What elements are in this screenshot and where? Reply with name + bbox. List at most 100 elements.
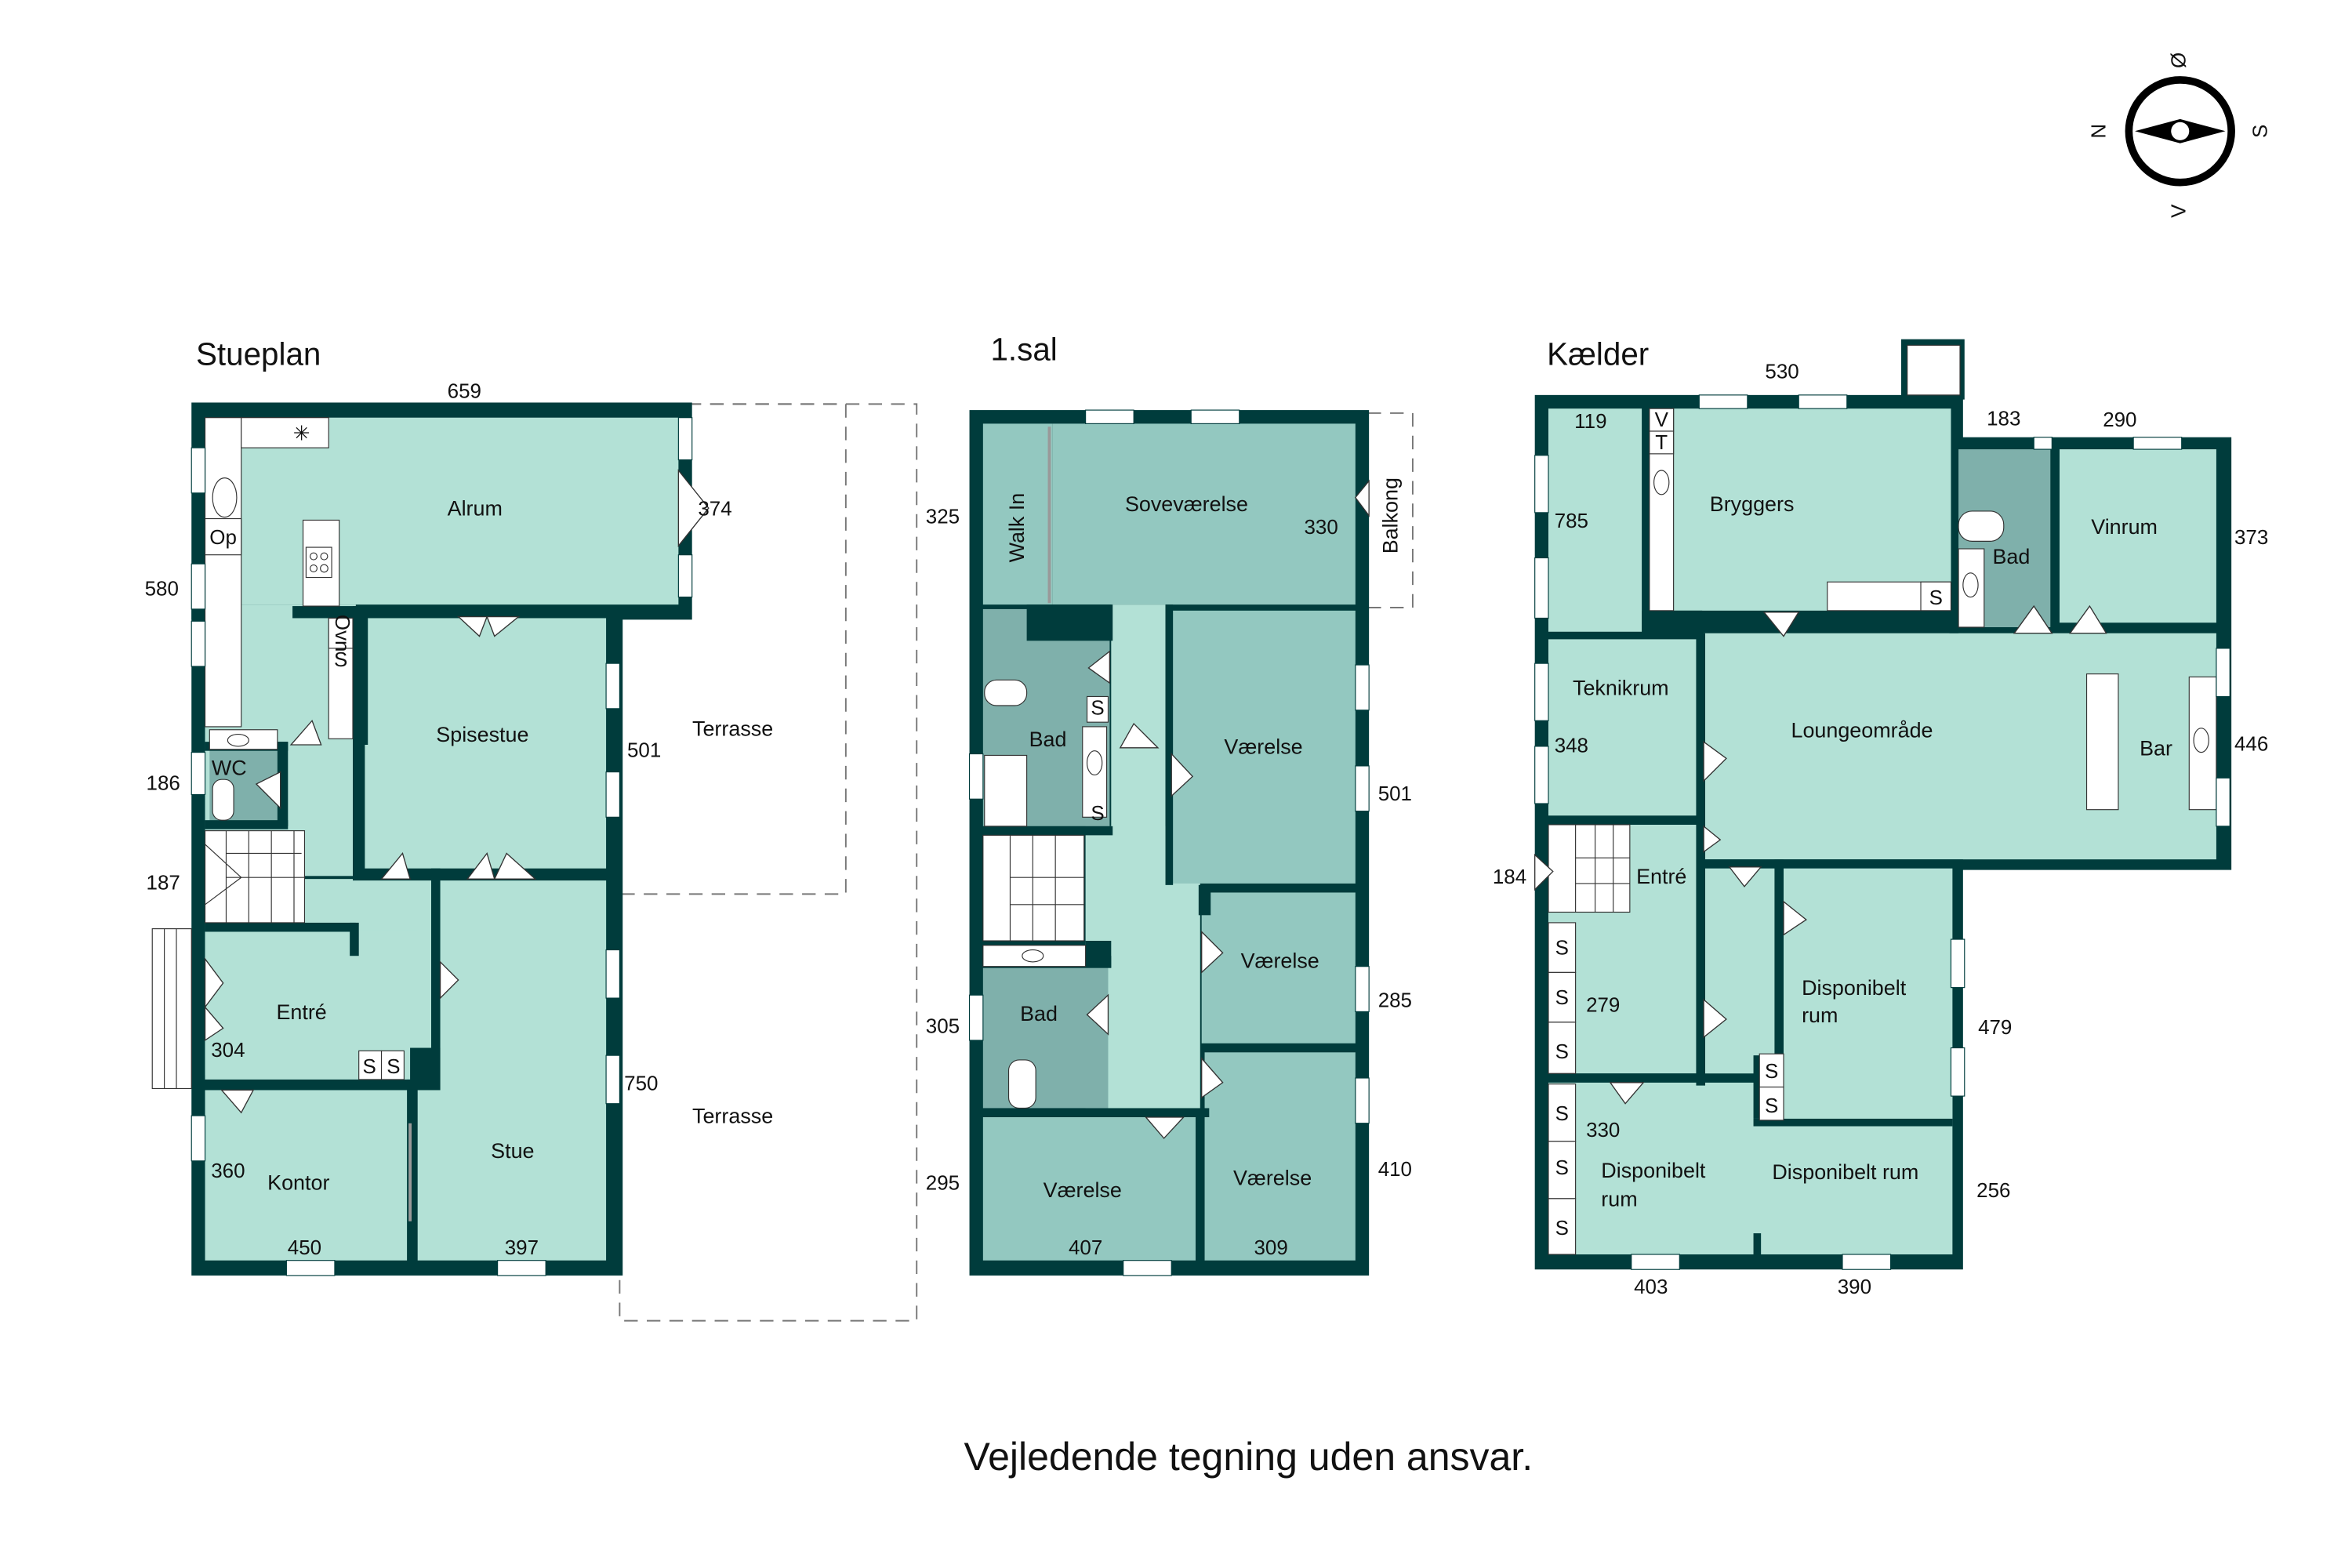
entrance-steps xyxy=(151,928,192,1090)
label-s-bryggers: S xyxy=(1929,586,1943,609)
door-balkong[interactable] xyxy=(1354,479,1370,517)
dim-305: 305 xyxy=(926,1014,960,1037)
toilet-icon xyxy=(1958,510,2005,542)
dim-184: 184 xyxy=(1493,865,1526,888)
toilet-icon xyxy=(984,679,1028,706)
dim-186: 186 xyxy=(147,771,180,795)
compass-west-label: V xyxy=(2167,204,2190,218)
sink-icon xyxy=(1022,949,1044,963)
label-disponibelt-1a: Disponibelt xyxy=(1802,976,1907,1000)
dim-187: 187 xyxy=(147,871,180,895)
door-bad-1[interactable] xyxy=(1087,650,1111,684)
disclaimer-text: Vejledende tegning uden ansvar. xyxy=(964,1435,1533,1479)
dim-530: 530 xyxy=(1765,360,1798,383)
door-bad-kaelder[interactable] xyxy=(2013,604,2053,634)
label-bar: Bar xyxy=(2140,736,2172,760)
label-s: S xyxy=(1555,935,1569,959)
label-t-dryer: T xyxy=(1655,430,1668,454)
room-119 xyxy=(1548,408,1642,632)
label-stue: Stue xyxy=(491,1139,534,1163)
door-entre-lounge[interactable] xyxy=(1703,825,1722,853)
door-kontor[interactable] xyxy=(220,1089,255,1114)
label-teknikrum: Teknikrum xyxy=(1573,677,1669,700)
dim-309: 309 xyxy=(1254,1236,1287,1259)
door-alrum-spisestue[interactable] xyxy=(456,615,521,637)
door-hall-top[interactable] xyxy=(1119,722,1160,749)
kaelder-title: Kælder xyxy=(1547,336,1649,372)
label-s: S xyxy=(1555,985,1569,1009)
staircase xyxy=(1548,824,1631,913)
dim-390: 390 xyxy=(1838,1275,1871,1298)
door-disponibelt-2[interactable] xyxy=(1609,1082,1645,1105)
label-v-washer: V xyxy=(1655,408,1669,431)
door-front-entrance[interactable] xyxy=(204,957,224,1042)
door-vaerelse-1[interactable] xyxy=(1171,752,1194,797)
door-hall-lower[interactable] xyxy=(1703,998,1727,1039)
door-vaerelse-4[interactable] xyxy=(1201,1057,1224,1099)
balkong-outline xyxy=(1367,412,1414,608)
sink-icon xyxy=(1653,470,1670,495)
label-vaerelse-3: Værelse xyxy=(1044,1178,1122,1202)
label-s: S xyxy=(1555,1040,1569,1063)
stueplan-floor: Stueplan ✳ Op xyxy=(145,336,918,1322)
label-bryggers: Bryggers xyxy=(1710,492,1795,516)
label-s: S xyxy=(1765,1094,1778,1117)
room-vaerelse-4 xyxy=(1204,1052,1356,1261)
room-vaerelse-3 xyxy=(982,1117,1196,1261)
door-vinrum[interactable] xyxy=(2069,604,2107,634)
dim-659: 659 xyxy=(448,379,481,403)
label-vaerelse-4: Værelse xyxy=(1233,1167,1312,1190)
label-walkin: Walk In xyxy=(1005,493,1029,563)
label-s-bad1-bottom: S xyxy=(1091,801,1104,825)
dim-501: 501 xyxy=(1378,782,1412,805)
door-teknikrum[interactable] xyxy=(1703,740,1727,782)
door-basement-exterior[interactable] xyxy=(1534,853,1554,891)
label-bad-2: Bad xyxy=(1020,1002,1058,1025)
room-walkin xyxy=(982,423,1053,605)
label-terrasse-upper: Terrasse xyxy=(692,717,773,740)
dim-295: 295 xyxy=(926,1171,960,1194)
label-balkong: Balkong xyxy=(1379,477,1403,554)
label-ovn: Ovn xyxy=(331,615,354,652)
label-terrasse-lower: Terrasse xyxy=(692,1105,773,1128)
door-vaerelse-2[interactable] xyxy=(1201,930,1224,974)
sal1-title: 1.sal xyxy=(990,332,1057,368)
dim-304: 304 xyxy=(211,1038,245,1062)
dim-348: 348 xyxy=(1555,734,1588,757)
door-bad-2[interactable] xyxy=(1086,993,1109,1036)
door-hall-kitchen[interactable] xyxy=(289,719,322,746)
bar-counter xyxy=(2085,673,2119,811)
room-vaerelse-2 xyxy=(1201,892,1356,1044)
room-kontor xyxy=(205,1090,408,1261)
dim-279: 279 xyxy=(1586,993,1620,1016)
dim-479: 479 xyxy=(1978,1015,2012,1039)
compass: Ø N S V xyxy=(2087,53,2272,218)
door-spisestue-stue[interactable] xyxy=(466,851,537,880)
label-entre: Entré xyxy=(276,1000,326,1024)
label-vinrum: Vinrum xyxy=(2091,515,2158,539)
compass-ring-icon xyxy=(2125,76,2235,187)
door-hall-kaelder[interactable] xyxy=(1728,866,1762,887)
door-alrum-terrasse[interactable] xyxy=(677,469,710,548)
label-s: S xyxy=(1555,1102,1569,1125)
compass-north-label: N xyxy=(2087,124,2111,139)
toilet-icon xyxy=(1007,1059,1036,1109)
dim-501: 501 xyxy=(627,738,661,761)
dim-580: 580 xyxy=(145,577,179,601)
door-spisestue-hall[interactable] xyxy=(380,852,411,880)
room-disponibelt-1 xyxy=(1784,866,1953,1119)
label-s-bad1-top: S xyxy=(1091,696,1104,720)
sink-icon xyxy=(1962,572,1979,598)
door-bryggers[interactable] xyxy=(1762,612,1800,637)
label-alrum: Alrum xyxy=(448,497,503,521)
label-disponibelt-1b: rum xyxy=(1802,1004,1838,1027)
door-wc[interactable] xyxy=(255,771,281,810)
dim-325: 325 xyxy=(926,504,960,528)
dim-750: 750 xyxy=(624,1071,658,1094)
dim-407: 407 xyxy=(1069,1236,1102,1259)
toilet-icon xyxy=(212,779,234,821)
door-entre-stue[interactable] xyxy=(439,960,459,1000)
door-disponibelt-1[interactable] xyxy=(1783,900,1807,936)
door-vaerelse-3[interactable] xyxy=(1145,1116,1185,1139)
